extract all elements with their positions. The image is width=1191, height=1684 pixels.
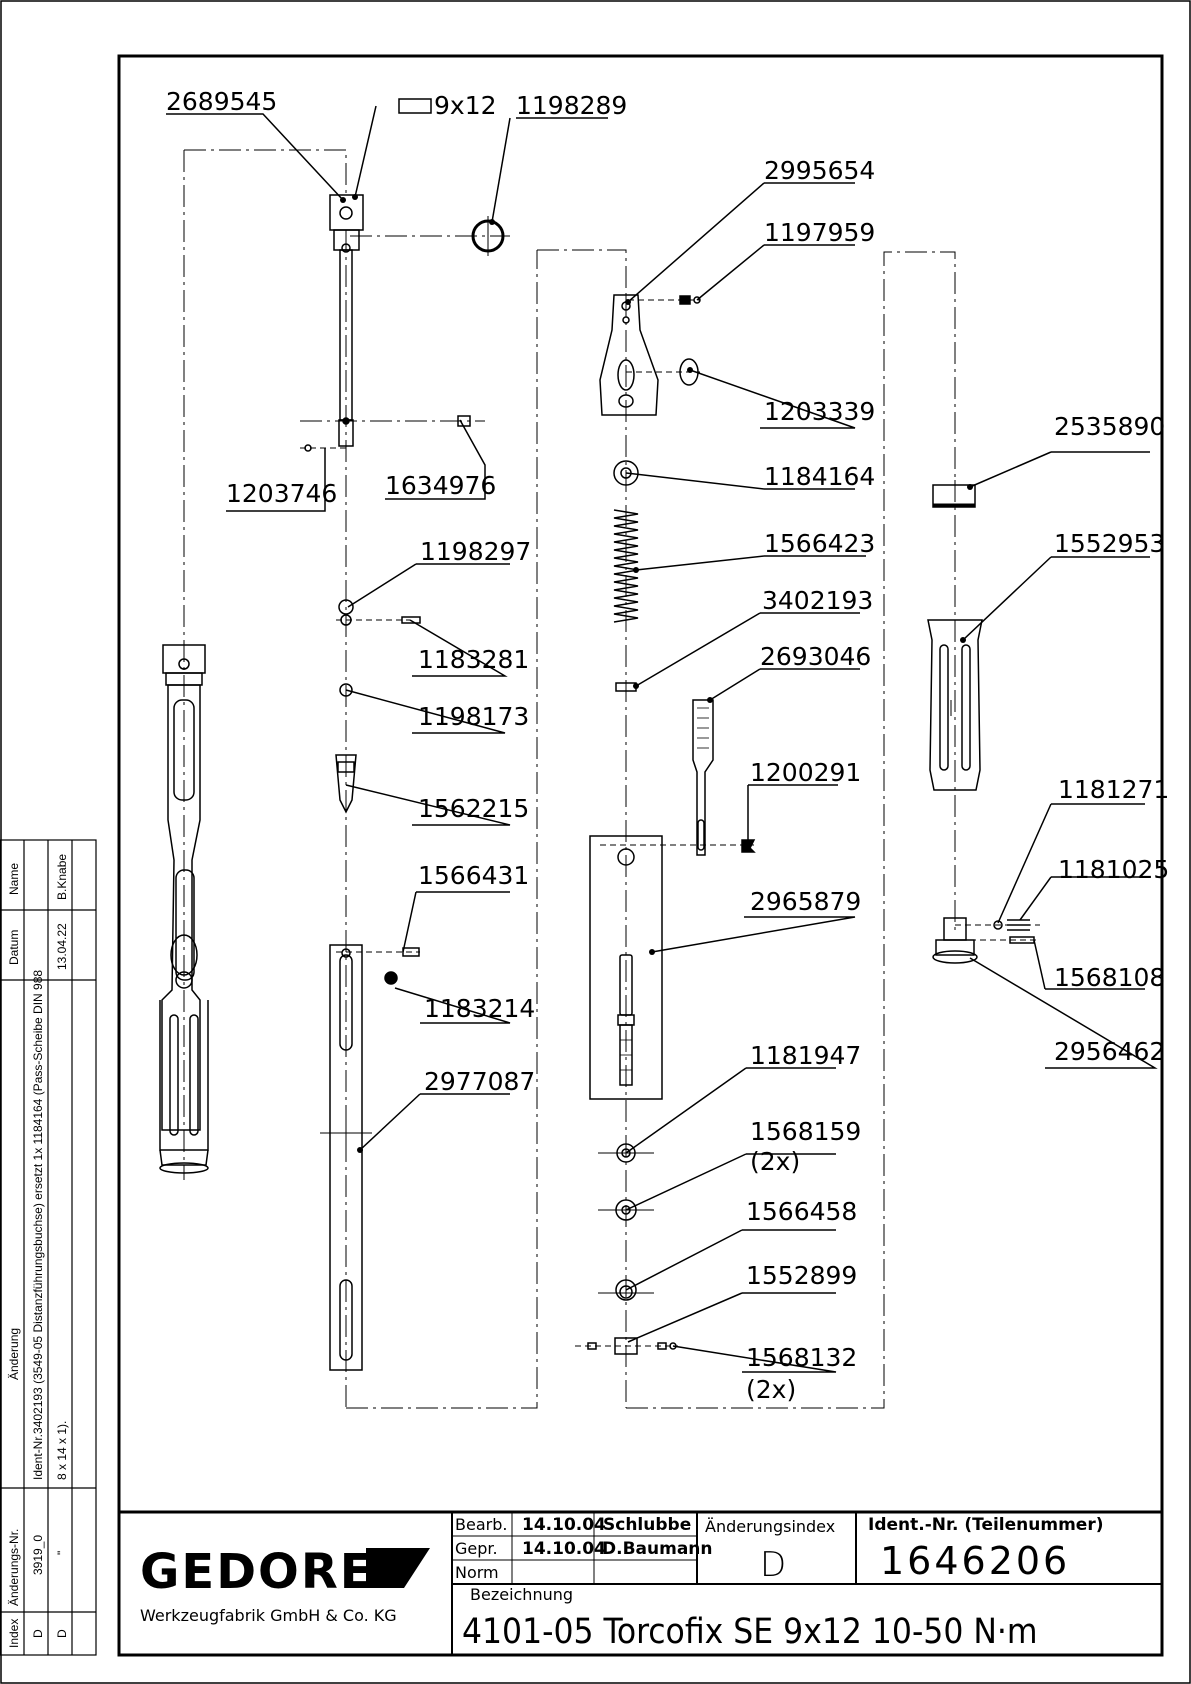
leader-lines [166, 105, 1158, 1373]
label-1566423: 1566423 [764, 529, 875, 558]
label-1568159-qty: (2x) [750, 1147, 800, 1176]
bezeichnung-value: 4101-05 Torcofix SE 9x12 10-50 N·m [462, 1612, 1038, 1652]
rev-row2-index: D [55, 1629, 69, 1638]
bearb-name: Schlubbe [603, 1515, 691, 1535]
grip-assembly [927, 480, 1040, 964]
gepr-name: D.Baumann [602, 1539, 713, 1559]
gepr-date: 14.10.04 [522, 1539, 606, 1559]
rev-col-index: Index [7, 1619, 21, 1648]
label-2977087: 2977087 [424, 1067, 535, 1096]
label-1568108: 1568108 [1054, 963, 1165, 992]
label-size: 9x12 [434, 91, 497, 120]
company-name: Werkzeugfabrik GmbH & Co. KG [140, 1606, 397, 1625]
label-1181025: 1181025 [1058, 855, 1169, 884]
gepr-label: Gepr. [455, 1539, 498, 1558]
bearb-date: 14.10.04 [522, 1515, 606, 1535]
label-1568132: 1568132 [746, 1343, 857, 1372]
bearb-label: Bearb. [455, 1515, 507, 1534]
label-1552953: 1552953 [1054, 529, 1165, 558]
rev-col-aenderungs-nr: Änderungs-Nr. [7, 1529, 21, 1606]
rev-row1-nr: 3919_0 [31, 1535, 45, 1575]
label-1181947: 1181947 [750, 1041, 861, 1070]
label-1184164: 1184164 [764, 462, 875, 491]
ident-label: Ident.-Nr. (Teilenummer) [868, 1515, 1103, 1535]
head-assembly [184, 149, 627, 1409]
label-2689545: 2689545 [166, 87, 277, 116]
label-1634976: 1634976 [385, 471, 496, 500]
rev-row1-datum: 13.04.22 [55, 923, 69, 970]
label-1552899: 1552899 [746, 1261, 857, 1290]
drawing-frame [117, 54, 1164, 1657]
title-block [119, 1510, 1162, 1655]
assembled-wrench [159, 150, 209, 1180]
label-2965879: 2965879 [750, 887, 861, 916]
label-2535890: 2535890 [1054, 412, 1165, 441]
revision-block [0, 839, 97, 1656]
label-2956462: 2956462 [1054, 1037, 1165, 1066]
bezeichnung-label: Bezeichnung [470, 1585, 573, 1604]
norm-label: Norm [455, 1563, 499, 1582]
label-1198173: 1198173 [418, 702, 529, 731]
label-1198297: 1198297 [420, 537, 531, 566]
revision-texts: Index Änderungs-Nr. Änderung Datum Name … [7, 854, 69, 1648]
rev-col-datum: Datum [7, 930, 21, 965]
rev-row2-text: 8 x 14 x 1). [55, 1421, 69, 1480]
label-1568159: 1568159 [750, 1117, 861, 1146]
label-1566431: 1566431 [418, 861, 529, 890]
label-2995654: 2995654 [764, 156, 875, 185]
logo-text: GEDORE [140, 1544, 375, 1600]
ident-value: 1646206 [880, 1539, 1070, 1583]
part-labels: 2689545 9x12 1198289 2995654 1197959 120… [166, 87, 1169, 1404]
label-1183214: 1183214 [424, 994, 535, 1023]
label-1197959: 1197959 [764, 218, 875, 247]
gedore-logo: GEDORE [140, 1544, 430, 1600]
label-1181271: 1181271 [1058, 775, 1169, 804]
rev-row2-nr: " [55, 1551, 69, 1555]
logo-wedge-icon [366, 1548, 430, 1588]
rev-row1-name: B.Knabe [55, 854, 69, 900]
square-drive-symbol [398, 98, 432, 114]
label-1562215: 1562215 [418, 794, 529, 823]
rev-col-aenderung: Änderung [7, 1328, 21, 1380]
rev-col-name: Name [7, 863, 21, 895]
rev-row1-text: Ident-Nr.3402193 (3549-05 Distanzführung… [31, 970, 45, 1480]
aenderungsindex-label: Änderungsindex [705, 1517, 835, 1536]
label-1200291: 1200291 [750, 758, 861, 787]
center-assembly [575, 251, 956, 1409]
label-1198289: 1198289 [516, 91, 627, 120]
rev-row1-index: D [31, 1629, 45, 1638]
label-1183281: 1183281 [418, 645, 529, 674]
label-1203339: 1203339 [764, 397, 875, 426]
label-1203746: 1203746 [226, 479, 337, 508]
label-1566458: 1566458 [746, 1197, 857, 1226]
label-1568132-qty: (2x) [746, 1375, 796, 1404]
label-3402193: 3402193 [762, 586, 873, 615]
aenderungsindex-value: D [760, 1545, 786, 1585]
label-2693046: 2693046 [760, 642, 871, 671]
